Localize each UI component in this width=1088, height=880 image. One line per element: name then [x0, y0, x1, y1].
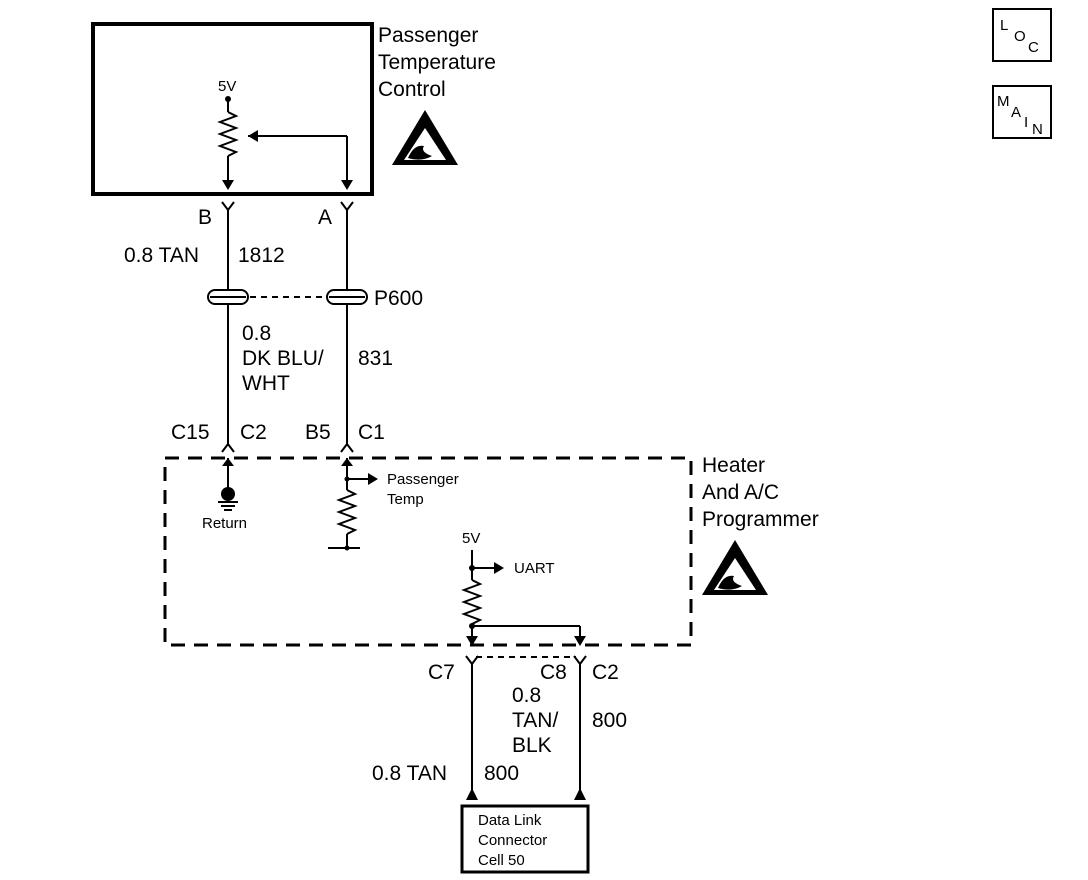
wire-dlc-right-color-3: BLK: [512, 734, 552, 757]
ptc-title-3: Control: [378, 78, 446, 101]
dlc-label-2: Connector: [478, 832, 547, 849]
p600-connector: [207, 289, 368, 305]
prog-pin-c1: C1: [358, 421, 385, 444]
loc-letter-1: L: [1000, 17, 1008, 34]
esd-warning-icon: [702, 540, 768, 595]
ptc-5v-label: 5V: [218, 78, 236, 95]
prog-pin-c2-lower: C2: [592, 661, 619, 684]
ptc-title-1: Passenger: [378, 24, 478, 47]
data-link-connector-box: [460, 804, 590, 874]
loc-button[interactable]: L O C: [992, 8, 1052, 62]
main-button[interactable]: M A I N: [992, 85, 1052, 139]
uart-resistor: [461, 579, 483, 625]
ptc-pin-a: A: [318, 206, 332, 229]
heater-ac-programmer-box: [163, 456, 693, 647]
prog-pin-b5: B5: [305, 421, 331, 444]
main-letter-1: M: [997, 93, 1010, 110]
passenger-temp-label-2: Temp: [387, 491, 424, 508]
dlc-label-3: Cell 50: [478, 852, 525, 869]
wire-left-lower-color-1: 0.8: [242, 322, 271, 345]
dlc-label-1: Data Link: [478, 812, 542, 829]
main-letter-4: N: [1032, 121, 1043, 138]
ground-symbol: [221, 487, 235, 501]
uart-5v-label: 5V: [462, 530, 480, 547]
return-label: Return: [202, 515, 247, 532]
wire-dlc-right-circuit: 800: [592, 709, 627, 732]
passenger-temp-control-box: [91, 22, 374, 196]
wire-left-lower-color-3: WHT: [242, 372, 290, 395]
wire-dlc-right-color-1: 0.8: [512, 684, 541, 707]
main-letter-3: I: [1024, 114, 1028, 131]
p600-label: P600: [374, 287, 423, 310]
uart-label: UART: [514, 560, 555, 577]
loc-letter-2: O: [1014, 28, 1026, 45]
wire-1812-color: 0.8 TAN: [124, 244, 199, 267]
wire-dlc-left-circuit: 800: [484, 762, 519, 785]
wire-1812-circuit: 1812: [238, 244, 285, 267]
prog-title-1: Heater: [702, 454, 765, 477]
wire-left-lower-color-2: DK BLU/: [242, 347, 324, 370]
passenger-temp-sensor: [336, 489, 358, 535]
ptc-potentiometer: [217, 111, 239, 157]
main-letter-2: A: [1011, 104, 1021, 121]
passenger-temp-label-1: Passenger: [387, 471, 459, 488]
wire-dlc-left-color: 0.8 TAN: [372, 762, 447, 785]
prog-pin-c8: C8: [540, 661, 567, 684]
prog-title-2: And A/C: [702, 481, 779, 504]
loc-letter-3: C: [1028, 39, 1039, 56]
wire-831-circuit: 831: [358, 347, 393, 370]
ptc-title-2: Temperature: [378, 51, 496, 74]
prog-pin-c2-upper: C2: [240, 421, 267, 444]
prog-title-3: Programmer: [702, 508, 819, 531]
prog-pin-c7: C7: [428, 661, 455, 684]
esd-warning-icon: [392, 110, 458, 165]
wire-dlc-right-color-2: TAN/: [512, 709, 558, 732]
prog-pin-c15: C15: [171, 421, 210, 444]
ptc-pin-b: B: [198, 206, 212, 229]
